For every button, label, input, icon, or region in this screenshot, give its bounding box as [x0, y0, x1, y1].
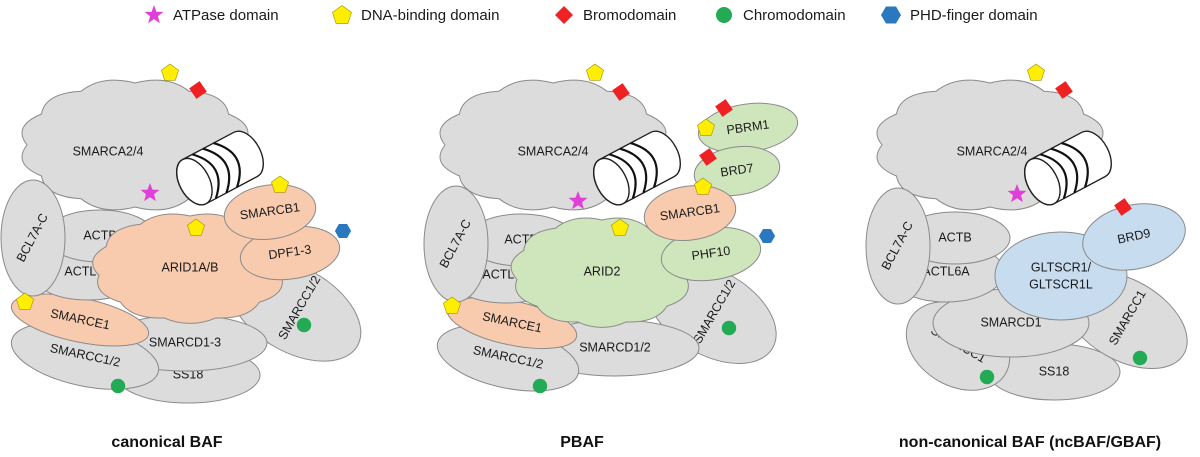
star-icon: [568, 191, 588, 210]
star-icon: [1007, 184, 1027, 203]
pentagon-icon: [271, 175, 289, 193]
subunit-label: DPF1-3: [268, 242, 313, 262]
diamond-icon: [1114, 198, 1132, 216]
pentagon-icon: [1027, 63, 1045, 81]
subunit-label: ARID1A/B: [162, 260, 219, 274]
diamond-icon: [189, 81, 207, 99]
circle-icon: [716, 7, 732, 23]
pentagon-icon: [697, 118, 715, 136]
circle-icon: [721, 320, 737, 336]
hexagon-icon: [881, 6, 901, 24]
subunit-label: SMARCD1: [980, 315, 1041, 329]
smarcb1: SMARCB1: [643, 185, 737, 241]
subunit-label: PHF10: [691, 244, 732, 263]
circle-icon: [296, 317, 312, 333]
pentagon-icon: [161, 63, 179, 81]
smarcb1-shape: [643, 185, 737, 241]
subunit-label: ARID2: [584, 264, 621, 278]
diamond-icon: [699, 148, 717, 166]
pentagon-icon: [694, 177, 712, 195]
bcl7-shape: [0, 179, 66, 297]
complex-title-pbaf: PBAF: [560, 434, 604, 451]
pentagon-icon: [332, 5, 352, 24]
subunit-label: ACTB: [938, 230, 971, 244]
subunit-label: SS18: [1039, 364, 1070, 378]
legend-item-dna-binding: DNA-binding domain: [331, 4, 499, 26]
complex-title-canonical-baf: canonical BAF: [111, 434, 223, 451]
circle-icon: [1132, 350, 1148, 366]
star-icon: [140, 183, 160, 202]
bcl7-shape: [865, 187, 931, 305]
legend-item-phd-finger: PHD-finger domain: [880, 4, 1038, 26]
circle-icon: [110, 378, 126, 394]
subunit-label: BRD7: [719, 161, 754, 180]
diamond-icon: [1055, 81, 1073, 99]
subunit-label: SMARCA2/4: [73, 144, 144, 158]
complex-title-ncbaf: non-canonical BAF (ncBAF/GBAF): [898, 434, 1162, 451]
nucleosome-cylinder: [592, 130, 681, 206]
pentagon-icon: [443, 296, 461, 314]
subunit-label: SMARCD1-3: [149, 335, 221, 349]
smarcb1-shape: [223, 184, 317, 240]
brd9: BRD9: [1082, 203, 1186, 271]
hexagon-icon: [334, 224, 352, 238]
subunit-label: PBRM1: [726, 117, 771, 137]
legend-label: DNA-binding domain: [361, 6, 500, 24]
smarcb1: SMARCB1: [223, 184, 317, 240]
subunit-label: SMARCD1/2: [579, 340, 651, 354]
hexagon-icon: [758, 229, 776, 243]
subunit-label: ACTL6A: [922, 264, 970, 278]
subunit-label: SMARCA2/4: [957, 144, 1028, 158]
subunit-label: GLTSCR1L: [1029, 277, 1093, 291]
nucleosome-cylinder: [1023, 130, 1112, 206]
legend-label: Chromodomain: [743, 6, 846, 24]
legend-item-chromodomain: Chromodomain: [713, 4, 846, 26]
pentagon-icon: [187, 218, 205, 236]
bcl7: BCL7A-C: [865, 187, 931, 305]
subunit-label: GLTSCR1/: [1031, 260, 1092, 274]
legend: ATPase domain DNA-binding domain Bromodo…: [0, 0, 1200, 30]
legend-label: PHD-finger domain: [910, 6, 1038, 24]
pentagon-icon: [16, 292, 34, 310]
nucleosome: [592, 130, 681, 206]
nucleosome: [175, 130, 264, 206]
subunit-label: BRD9: [1116, 226, 1152, 247]
pentagon-icon: [586, 63, 604, 81]
diamond-icon: [555, 6, 573, 24]
diamond-icon: [715, 99, 733, 117]
star-icon: [144, 5, 164, 24]
legend-item-bromodomain: Bromodomain: [553, 4, 676, 26]
nucleosome-cylinder: [175, 130, 264, 206]
bcl7: BCL7A-C: [423, 185, 489, 303]
subunit-label: SMARCA2/4: [518, 144, 589, 158]
nucleosome: [1023, 130, 1112, 206]
legend-item-atpase: ATPase domain: [143, 4, 279, 26]
legend-label: ATPase domain: [173, 6, 279, 24]
diamond-icon: [612, 83, 630, 101]
bcl7: BCL7A-C: [0, 179, 66, 297]
smarce1: SMARCE1: [10, 293, 150, 347]
legend-label: Bromodomain: [583, 6, 677, 24]
pentagon-icon: [611, 218, 629, 236]
circle-icon: [532, 378, 548, 394]
circle-icon: [979, 369, 995, 385]
